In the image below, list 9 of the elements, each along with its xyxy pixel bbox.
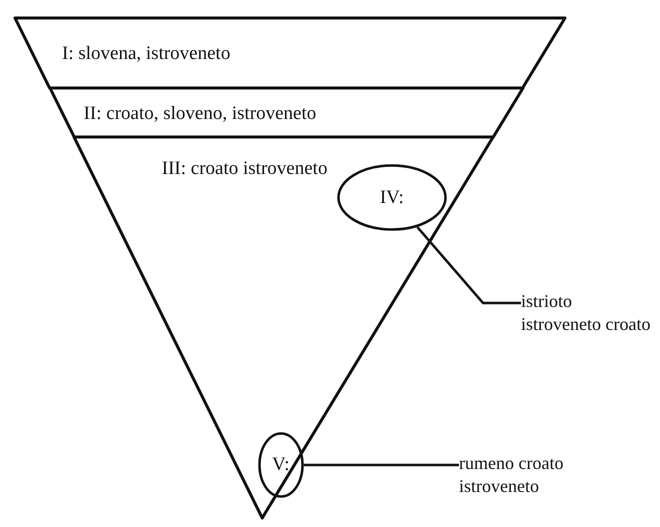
zone-label: V: (272, 454, 290, 476)
language-list: istrioto istroveneto croato (521, 290, 651, 336)
zone-label: IV: (380, 186, 404, 208)
leader-line (304, 464, 459, 466)
zone-label: I: slovena, istroveneto (62, 42, 232, 66)
zone-label: III: croato istroveneto (162, 157, 328, 181)
language-list: rumeno croato istroveneto (459, 452, 569, 498)
leader-line (416, 226, 521, 304)
zone-label: II: croato, sloveno, istroveneto (84, 102, 318, 126)
